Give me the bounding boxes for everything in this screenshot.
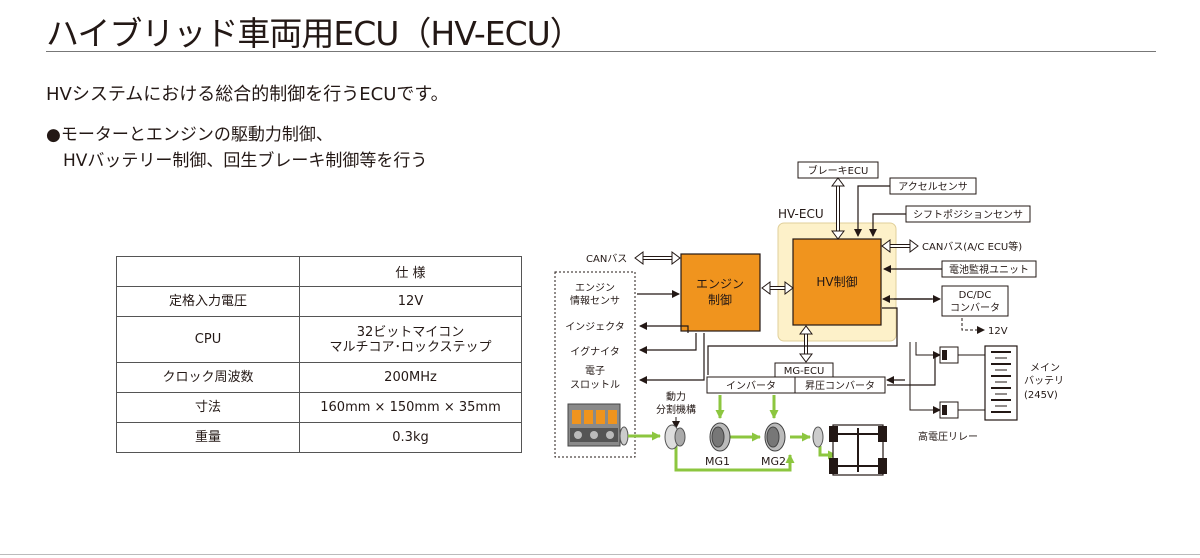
spec-label-weight: 重量: [116, 422, 300, 453]
spec-label-cpu: CPU: [116, 316, 300, 363]
spec-value-voltage: 12V: [299, 286, 522, 317]
accel-sensor-label: アクセルセンサ: [898, 181, 968, 193]
mg1-motor-icon: [709, 422, 731, 452]
dcdc-label-1: DC/DC: [959, 290, 992, 301]
hv-ecu-label: HV-ECU: [778, 207, 824, 221]
throttle-label-1: 電子: [585, 365, 605, 377]
footer-divider: [0, 554, 1200, 555]
mg2-motor-icon: [764, 422, 786, 452]
igniter-label: イグナイタ: [570, 345, 619, 358]
spec-value-weight: 0.3kg: [299, 422, 522, 453]
engine-control-box: [680, 253, 761, 332]
mg1-label: MG1: [705, 455, 730, 468]
spec-label-dimensions: 寸法: [116, 392, 300, 423]
main-battery-label-3: (245V): [1024, 390, 1058, 401]
table-row: CPU 32ビットマイコン マルチコア･ロックステップ: [116, 316, 522, 363]
intro-text: HVシステムにおける総合的制御を行うECUです。: [46, 84, 449, 105]
page-title: ハイブリッド車両用ECU（HV-ECU）: [46, 14, 583, 53]
title-divider: [46, 51, 1156, 52]
table-row: 寸法 160mm × 150mm × 35mm: [116, 392, 522, 423]
throttle-label-2: スロットル: [570, 380, 620, 391]
engine-illustration: [567, 403, 629, 447]
table-row: 重量 0.3kg: [116, 422, 522, 453]
main-battery-label-2: バッテリ: [1024, 375, 1064, 387]
spec-value-cpu-line-1: 32ビットマイコン: [356, 324, 465, 340]
engine-control-label-1: エンジン: [696, 277, 744, 291]
table-row: クロック周波数 200MHz: [116, 362, 522, 393]
feature-bullet-line-2: HVバッテリー制御、回生ブレーキ制御等を行う: [63, 151, 428, 171]
v12-label: 12V: [988, 326, 1008, 337]
table-row: 定格入力電圧 12V: [116, 286, 522, 317]
spec-table: 仕 様 定格入力電圧 12V CPU 32ビットマイコン マルチコア･ロックステ…: [116, 256, 522, 453]
main-battery-icon: [984, 345, 1018, 421]
inverter-label: インバータ: [726, 380, 776, 392]
dcdc-label-2: コンバータ: [950, 302, 1000, 314]
spec-value-clock: 200MHz: [299, 362, 522, 393]
dcdc-converter-box: [941, 285, 1009, 317]
engine-sensor-label-1: エンジン: [575, 283, 615, 294]
feature-bullet-line-1: ●モーターとエンジンの駆動力制御、: [46, 125, 333, 145]
power-split-device-icon: [664, 424, 686, 450]
hv-control-label: HV制御: [816, 274, 857, 289]
can-bus-left-label: CANバス: [586, 253, 627, 265]
can-bus-right-label: CANバス(A/C ECU等): [922, 240, 1022, 253]
hv-control-box: [792, 238, 882, 326]
drive-power-flow: [628, 395, 837, 472]
battery-monitor-label: 電池監視ユニット: [949, 263, 1029, 276]
vehicle-chassis-icon: [829, 424, 887, 476]
shift-sensor-label: シフトポジションセンサ: [913, 209, 1023, 221]
mg-ecu-label: MG-ECU: [784, 366, 825, 377]
spec-label-voltage: 定格入力電圧: [116, 286, 300, 317]
spec-header-blank: [116, 256, 300, 287]
gear-icon: [812, 426, 824, 448]
hv-relay-label: 高電圧リレー: [918, 430, 978, 443]
boost-converter-label: 昇圧コンバータ: [805, 380, 875, 392]
engine-peripheral-group: [554, 271, 636, 458]
engine-sensor-label-2: 情報センサ: [570, 294, 620, 307]
mg2-label: MG2: [761, 455, 786, 468]
power-split-label-1: 動力: [666, 390, 686, 403]
spec-value-cpu-line-2: マルチコア･ロックステップ: [329, 339, 492, 355]
power-split-label-2: 分割機構: [656, 403, 696, 416]
main-battery-label-1: メイン: [1030, 363, 1060, 374]
engine-control-label-2: 制御: [708, 292, 732, 307]
brake-ecu-label: ブレーキECU: [808, 164, 869, 177]
inverter-converter-box: [706, 376, 886, 394]
injector-label: インジェクタ: [565, 321, 625, 333]
spec-value-cpu: 32ビットマイコン マルチコア･ロックステップ: [299, 316, 522, 363]
